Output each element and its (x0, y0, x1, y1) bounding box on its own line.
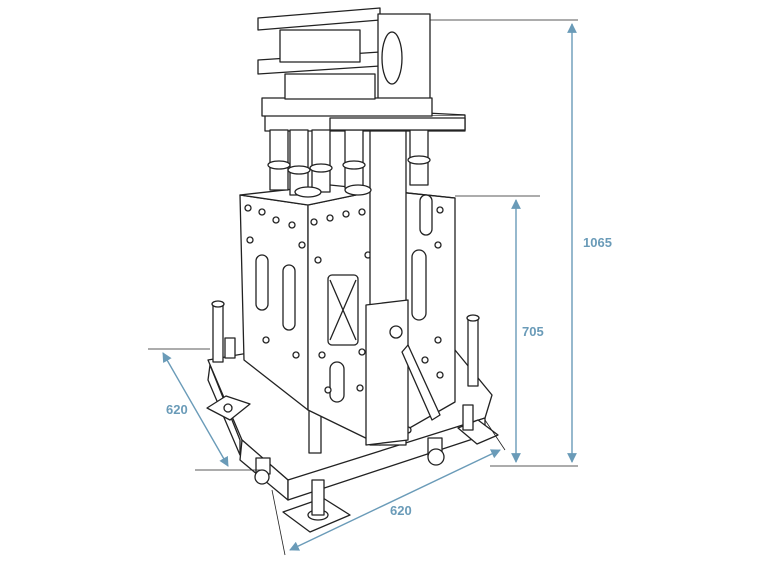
truss-slot-1 (255, 254, 269, 311)
diagonal-brace (401, 344, 441, 421)
spindle-right-top (466, 314, 480, 322)
truss-brace-front (329, 279, 357, 341)
dimension-label-depth: 620 (166, 402, 188, 417)
truss-slot-2 (282, 264, 296, 331)
side-bracket (329, 117, 466, 131)
dim-line-width (289, 449, 501, 551)
dimension-label-width: 620 (390, 503, 412, 518)
sleeve-locking-knob (389, 325, 403, 339)
couplers (267, 129, 431, 198)
hoist-pulley (381, 31, 403, 85)
hoist-bracket (284, 73, 376, 100)
spindle-collar-left (224, 337, 236, 359)
dimension-label-column: 705 (522, 324, 544, 339)
dim-line-depth (162, 352, 229, 467)
dimension-label-height: 1065 (583, 235, 612, 250)
i-beam-web (279, 29, 361, 63)
ext-line-width-right (484, 419, 506, 451)
truss-slot-right (411, 249, 427, 321)
spindle-left-top (211, 300, 225, 308)
truss-slot-front-low (329, 361, 345, 403)
castor-left-wheel (254, 469, 270, 485)
foot-right-stem (462, 404, 474, 431)
truss-slot-right-top (419, 194, 433, 236)
ext-line-width-left (271, 489, 286, 556)
